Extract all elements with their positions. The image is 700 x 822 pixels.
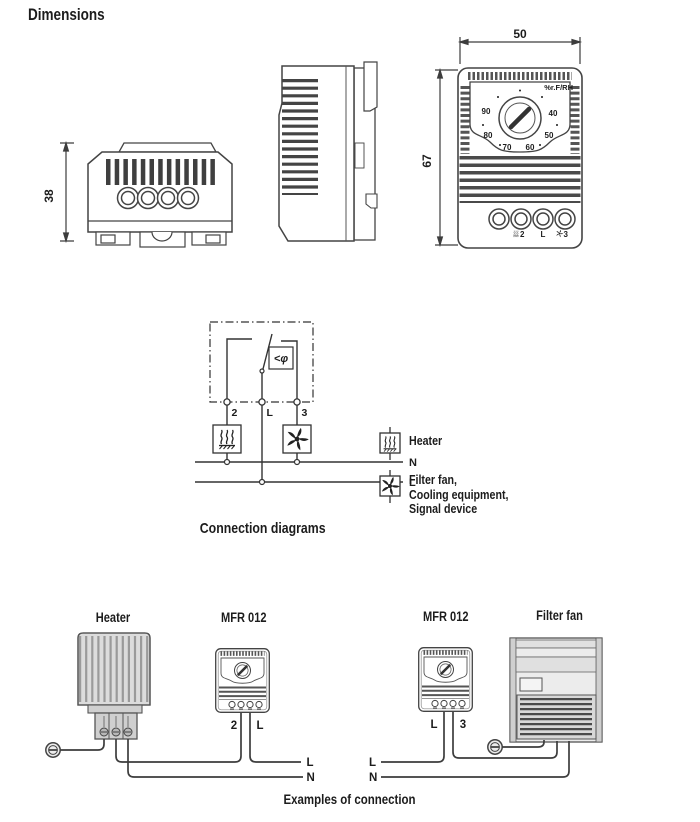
example-heater-label: Heater — [95, 610, 131, 625]
terminal-3-label: 3 — [564, 230, 569, 239]
device-front-view: 40 50 60 70 80 90 %r.F/RH 2 L — [457, 67, 583, 249]
dimension-67 — [435, 67, 458, 248]
svg-text:50: 50 — [545, 131, 554, 140]
diagram-terminal-l: L — [267, 407, 274, 419]
mfr1-device — [216, 649, 270, 713]
legend-fan-label: Filter fan, Cooling equipment, Signal de… — [409, 472, 509, 516]
right-line-l-label: L — [369, 757, 376, 769]
filter-fan-device — [509, 637, 603, 743]
device-side-view — [278, 61, 378, 242]
heater-icon — [218, 429, 236, 450]
dim-67-label: 67 — [420, 154, 434, 168]
mounting-clips — [95, 231, 227, 248]
left-group-wires — [60, 713, 303, 778]
bottom-view-drawing: 38 — [42, 140, 233, 248]
mfr2-device — [419, 648, 473, 712]
neutral-label: N — [409, 457, 417, 469]
terminal-l-label: L — [541, 230, 546, 239]
humidity-sensor-label: <φ — [274, 353, 288, 365]
dimension-38 — [60, 140, 74, 244]
diagram-terminal-2: 2 — [232, 407, 238, 419]
connection-diagram-caption: Connection diagrams — [199, 520, 326, 537]
left-wire1-label: 2 — [231, 720, 237, 732]
examples-drawing: 2 L L N L 3 L N — [44, 595, 603, 784]
junction-dots — [223, 458, 301, 486]
left-line-l-label: L — [307, 757, 314, 769]
terminal-holes — [116, 186, 200, 210]
svg-text:90: 90 — [482, 107, 491, 116]
scale-dots — [482, 89, 558, 146]
front-terminals — [488, 208, 576, 230]
knob-scale: 40 50 60 70 80 90 — [482, 107, 558, 152]
legend-heater-symbol — [379, 427, 401, 460]
svg-text:60: 60 — [526, 143, 535, 152]
right-wire2-label: 3 — [460, 719, 466, 731]
heater-device — [77, 632, 151, 740]
example-mfr1-label: MFR 012 — [221, 610, 267, 625]
scale-unit-label: %r.F/RH — [544, 83, 573, 92]
right-line-n-label: N — [369, 772, 377, 784]
dimension-50 — [457, 37, 583, 64]
svg-text:80: 80 — [484, 131, 493, 140]
switch-circuit — [226, 333, 298, 399]
legend-fan-symbol — [379, 470, 401, 503]
device-bottom-view — [87, 142, 233, 248]
humidity-sensor-box — [268, 346, 294, 370]
line-label: L — [409, 477, 416, 489]
left-line-n-label: N — [307, 772, 315, 784]
legend-heater-label: Heater — [409, 433, 443, 448]
front-view-drawing: 50 67 40 50 60 70 80 90 — [420, 27, 583, 249]
left-wire2-label: L — [256, 720, 263, 732]
diagram-terminal-3: 3 — [302, 407, 308, 419]
setpoint-knob[interactable] — [498, 96, 542, 140]
dim-38-label: 38 — [42, 189, 56, 203]
example-mfr2-label: MFR 012 — [423, 609, 469, 624]
example-fan-label: Filter fan — [536, 608, 584, 623]
page-title: Dimensions — [28, 6, 105, 24]
heater-screw-terminals — [99, 727, 133, 737]
side-view-drawing — [278, 61, 378, 242]
ground-screw-icon — [44, 741, 62, 759]
right-group-wires — [381, 712, 570, 778]
svg-text:70: 70 — [503, 143, 512, 152]
connection-diagram: <φ 2 L 3 N L — [195, 321, 417, 489]
dim-50-label: 50 — [513, 27, 527, 41]
terminal-2-label: 2 — [520, 230, 525, 239]
svg-text:40: 40 — [549, 109, 558, 118]
examples-caption: Examples of connection — [283, 791, 417, 807]
right-wire1-label: L — [430, 719, 437, 731]
ground-screw-icon — [486, 738, 504, 756]
